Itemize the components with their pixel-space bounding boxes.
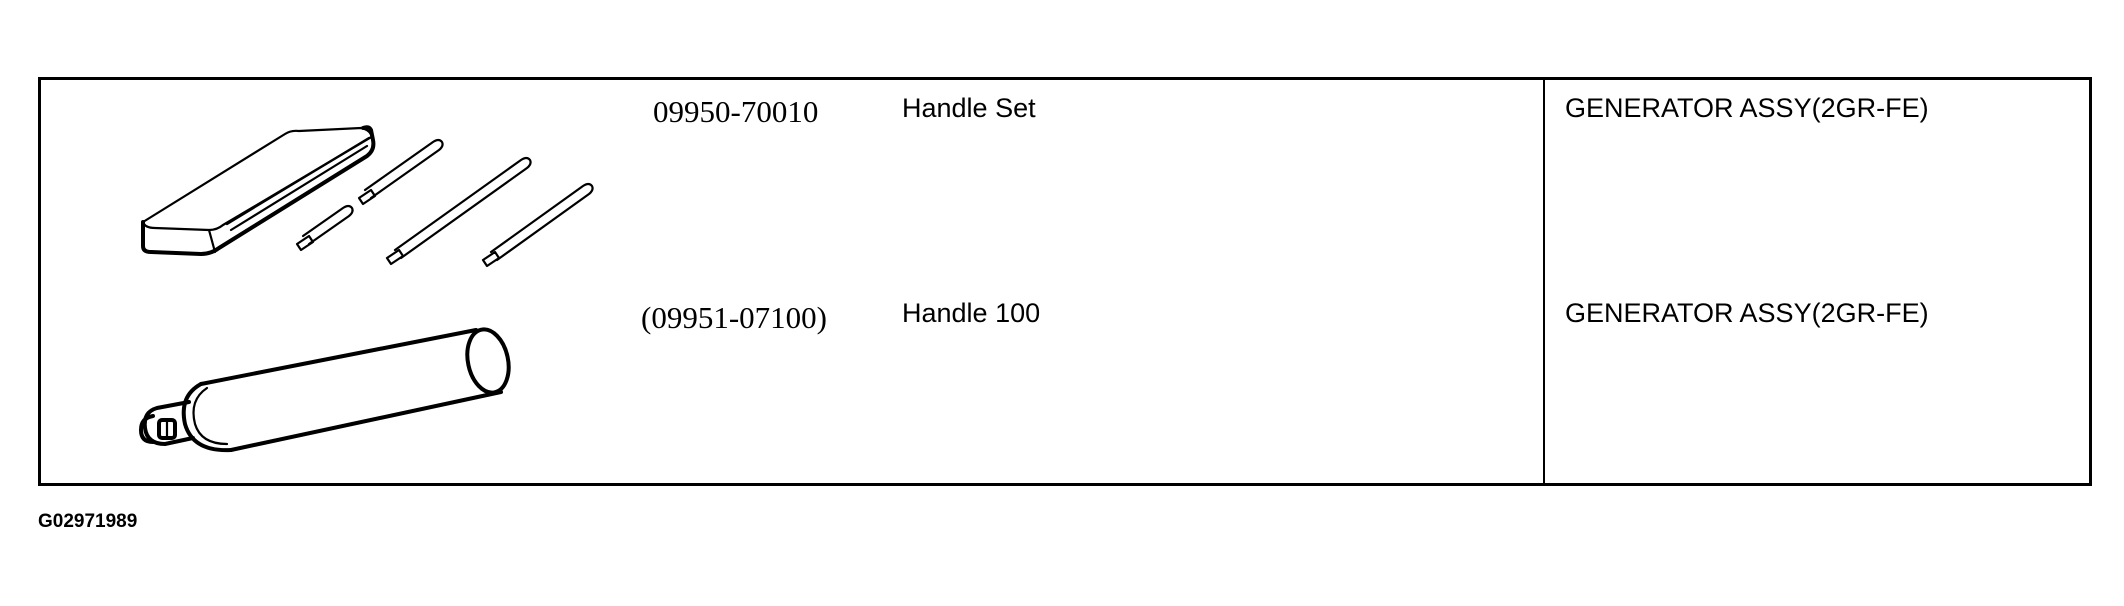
application: GENERATOR ASSY(2GR-FE) (1565, 298, 1929, 328)
figure-code: G02971989 (38, 511, 138, 532)
part-number: (09951-07100) (641, 300, 827, 335)
table-row: (09951-07100) Handle 100 GENERATOR ASSY(… (41, 285, 2089, 486)
part-name: Handle 100 (902, 298, 1041, 328)
handle-100-icon (81, 300, 561, 480)
part-name: Handle Set (902, 93, 1036, 123)
table-row: 09950-70010 Handle Set GENERATOR ASSY(2G… (41, 80, 2089, 285)
part-number: 09950-70010 (653, 94, 819, 129)
column-divider (1543, 80, 1545, 483)
handle-set-case-and-rods-icon (81, 100, 601, 285)
application: GENERATOR ASSY(2GR-FE) (1565, 93, 1929, 123)
special-tool-table: 09950-70010 Handle Set GENERATOR ASSY(2G… (38, 77, 2092, 486)
